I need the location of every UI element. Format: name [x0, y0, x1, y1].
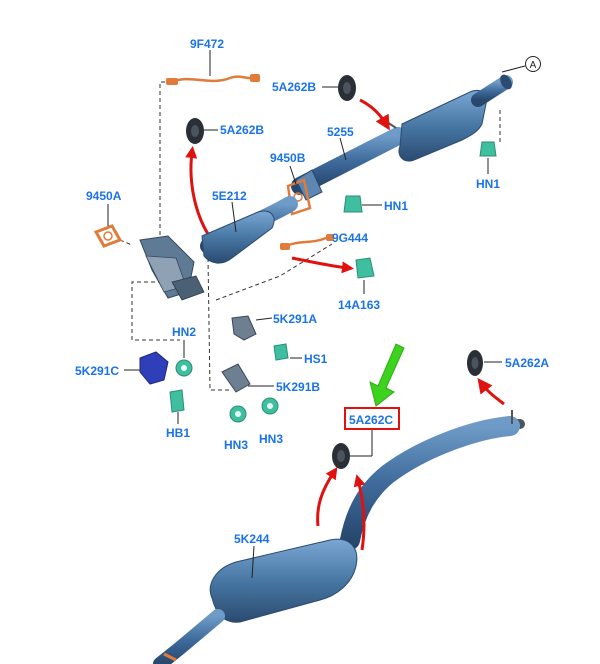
label-5a262c: 5A262C: [349, 413, 393, 427]
rubber-insulator-5a262b-top: [322, 75, 390, 131]
rubber-insulator-5a262b-mid: [185, 118, 218, 241]
label-5k291a: 5K291A: [273, 312, 317, 326]
highlight-box-5a262c: [344, 407, 400, 430]
label-hn3-right: HN3: [259, 432, 283, 446]
label-hn1-mid: HN1: [384, 199, 408, 213]
gasket-9450a: [93, 204, 123, 248]
rear-muffler-5k244: [153, 410, 525, 664]
label-9g444: 9G444: [332, 231, 368, 245]
label-5e212: 5E212: [212, 189, 247, 203]
label-5k291c: 5K291C: [75, 364, 119, 378]
label-hb1: HB1: [166, 426, 190, 440]
nut-hn3-left: [229, 405, 247, 423]
nut-hn3-right: [261, 397, 279, 415]
label-5k244: 5K244: [234, 532, 270, 546]
label-14a163: 14A163: [338, 298, 380, 312]
label-5k291b: 5K291B: [276, 380, 320, 394]
label-5255: 5255: [327, 125, 354, 139]
rubber-insulator-5a262c: [316, 428, 373, 551]
label-hn2: HN2: [172, 325, 196, 339]
bracket-5k291a: [231, 315, 273, 341]
label-5a262b-top: 5A262B: [272, 80, 316, 94]
label-9450b: 9450B: [270, 151, 306, 165]
callout-a-letter: A: [530, 60, 537, 71]
bolt-hb1: [169, 389, 185, 424]
bracket-5k291c: [124, 351, 169, 385]
label-9f472: 9F472: [190, 37, 224, 51]
label-5a262a: 5A262A: [505, 356, 549, 370]
label-hn3-left: HN3: [224, 438, 248, 452]
nut-hn2: [175, 340, 193, 377]
part-labels: 9F472 5A262B 5A262B 5255 HN1 9450B HN1 9…: [75, 37, 549, 546]
oxygen-sensor-9f472: [166, 50, 260, 85]
bolt-hs1: [273, 343, 302, 361]
clip-hn1-right: [479, 141, 497, 174]
clip-14a163: [355, 257, 375, 294]
green-pointer-arrow: [369, 343, 405, 407]
callout-a: A: [501, 56, 541, 73]
label-hs1: HS1: [304, 352, 328, 366]
front-pipe-5e212: [139, 196, 298, 301]
label-5a262b-mid: 5A262B: [220, 123, 264, 137]
bracket-5k291b: [221, 363, 274, 393]
rubber-insulator-5a262a: [467, 350, 505, 406]
oxygen-sensor-9g444: [280, 234, 354, 274]
label-9450a: 9450A: [86, 189, 122, 203]
exhaust-pipe-5255: [291, 74, 513, 201]
label-hn1-right: HN1: [476, 177, 500, 191]
clip-hn1-mid: [343, 195, 382, 213]
